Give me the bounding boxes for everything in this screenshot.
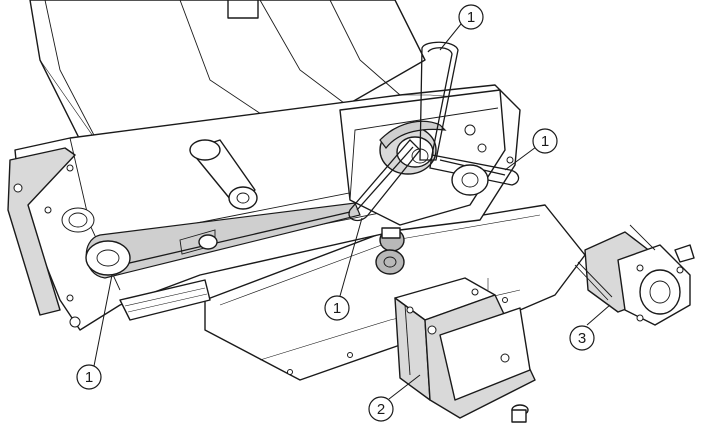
leader-1-left	[93, 274, 113, 367]
callout-label: 2	[377, 401, 385, 418]
callout-3: 3	[569, 325, 595, 351]
lever-arm	[189, 139, 258, 210]
screw	[511, 404, 529, 423]
callout-1-right: 1	[532, 128, 558, 154]
callout-label: 1	[541, 133, 549, 150]
callout-label: 1	[467, 9, 475, 26]
diagonal-belt	[348, 139, 421, 222]
long-belt	[85, 202, 361, 279]
callout-1-left: 1	[76, 364, 102, 390]
pinion-gears	[375, 227, 405, 275]
leader-1-right	[504, 146, 537, 171]
vertical-belt	[419, 41, 459, 161]
leader-lines	[93, 23, 611, 400]
short-belt	[429, 154, 520, 196]
leader-1-top	[439, 23, 462, 51]
leader-2	[388, 374, 421, 400]
small-motor	[574, 224, 695, 326]
callout-1-middle: 1	[324, 295, 350, 321]
callout-2: 2	[368, 396, 394, 422]
callout-1-top: 1	[458, 4, 484, 30]
leader-1-middle	[339, 217, 363, 297]
callout-label: 1	[333, 300, 341, 317]
leader-3	[586, 304, 611, 326]
stepper-motor	[394, 277, 536, 419]
callout-label: 1	[85, 369, 93, 386]
callout-label: 3	[578, 330, 586, 347]
lower-plate	[119, 279, 211, 321]
